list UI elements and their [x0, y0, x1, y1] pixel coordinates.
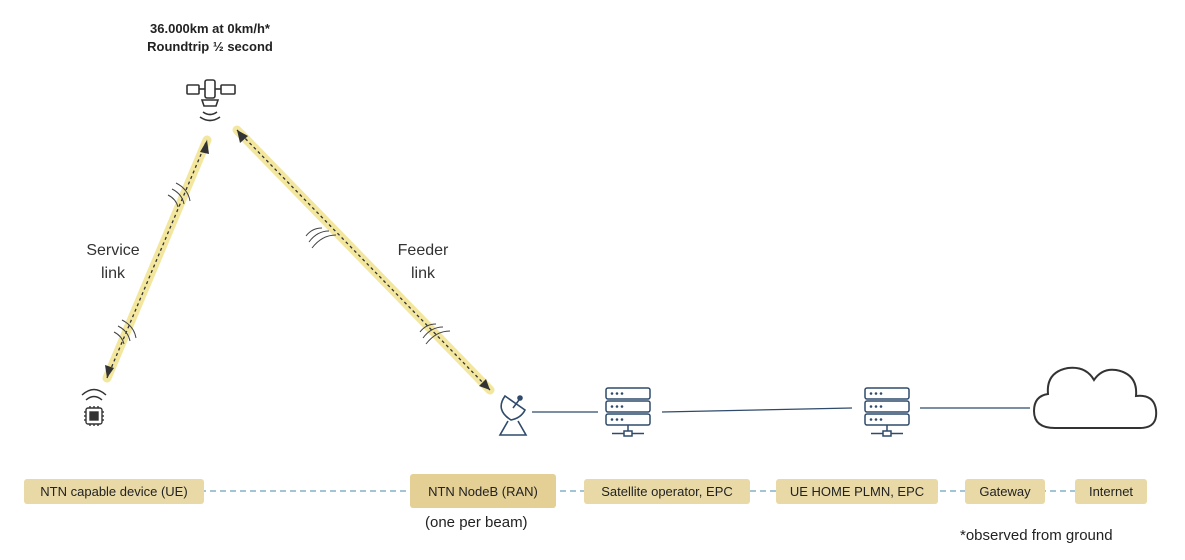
- ground-backhaul-lines: [532, 407, 1030, 413]
- server-icon: [605, 387, 651, 437]
- chain-box-home-plmn: UE HOME PLMN, EPC: [776, 479, 938, 504]
- footnote: *observed from ground: [960, 527, 1113, 544]
- signal-wave-icon: [167, 182, 191, 208]
- satellite-caption: 36.000km at 0km/h* Roundtrip ½ second: [120, 20, 300, 56]
- signal-wave-icon: [419, 323, 451, 345]
- satellite-caption-line2: Roundtrip ½ second: [147, 39, 273, 54]
- feeder-link-label-line2: link: [410, 265, 435, 282]
- signal-wave-icon: [305, 227, 337, 249]
- chain-box-gateway: Gateway: [965, 479, 1045, 504]
- iot-device-icon: [81, 388, 107, 426]
- service-link-label: Service link: [75, 239, 151, 285]
- chain-box-ran: NTN NodeB (RAN): [410, 474, 556, 508]
- feeder-link-label: Feeder link: [385, 239, 461, 285]
- satellite-dish-icon: [498, 394, 528, 436]
- satellite-icon: [186, 79, 236, 122]
- chain-box-internet: Internet: [1075, 479, 1147, 504]
- cloud-icon: [1032, 366, 1158, 429]
- ran-note: (one per beam): [425, 514, 528, 531]
- service-link-label-line2: link: [100, 265, 125, 282]
- signal-wave-icon: [113, 319, 137, 345]
- feeder-link: [232, 125, 495, 395]
- chain-box-ue: NTN capable device (UE): [24, 479, 204, 504]
- satellite-caption-line1: 36.000km at 0km/h*: [150, 21, 270, 36]
- service-link-label-line1: Service: [86, 242, 140, 259]
- server-icon: [864, 387, 910, 437]
- chain-box-satellite-operator: Satellite operator, EPC: [584, 479, 750, 504]
- feeder-link-label-line1: Feeder: [397, 242, 449, 259]
- service-link: [102, 135, 212, 383]
